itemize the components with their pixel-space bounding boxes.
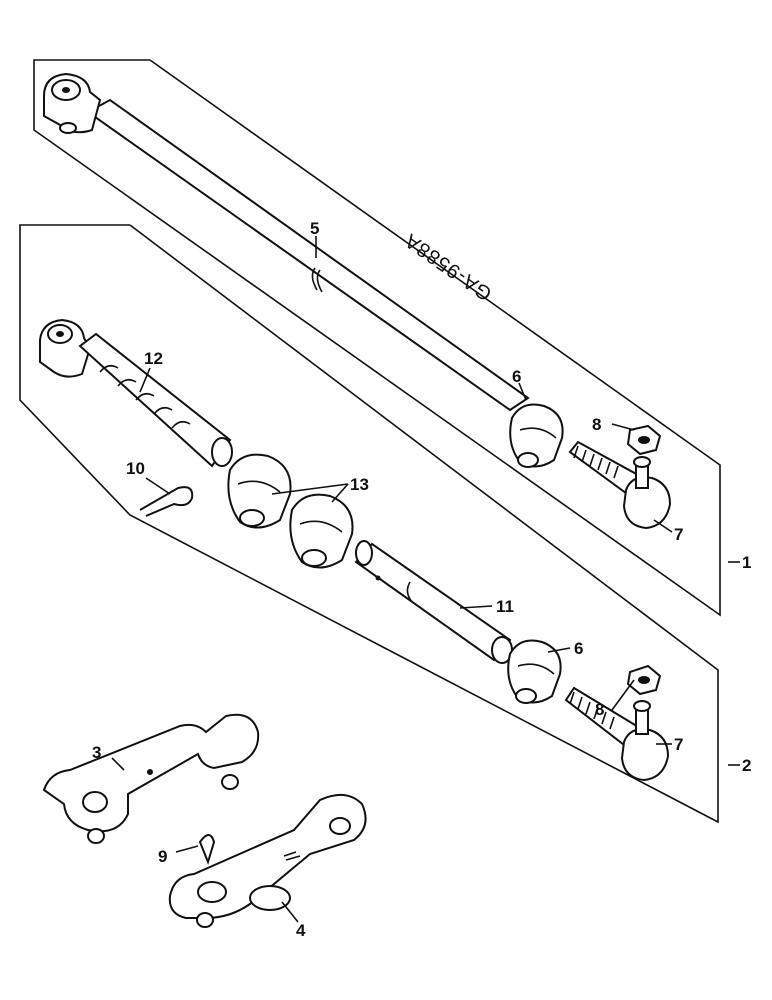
callout-3: 3 — [92, 743, 101, 762]
callout-2: 2 — [742, 756, 751, 775]
callout-4: 4 — [296, 921, 306, 940]
clamp-lower — [507, 639, 562, 704]
leader-lines — [111, 236, 740, 923]
callout-labels: 1 2 3 4 5 6 6 7 7 8 8 9 10 11 12 13 — [92, 219, 751, 940]
steering-arm — [42, 713, 260, 844]
callout-8-upper: 8 — [592, 415, 601, 434]
tie-rod-tube — [86, 98, 530, 412]
cotter-pin — [139, 486, 194, 517]
tie-rod-ball-end — [43, 72, 102, 134]
callout-7-upper: 7 — [674, 525, 683, 544]
callout-12: 12 — [144, 349, 163, 368]
clamp-upper — [509, 403, 564, 468]
callout-7-lower: 7 — [674, 735, 683, 754]
assembly-2-frame — [19, 224, 719, 824]
callout-6-lower: 6 — [574, 639, 583, 658]
pitman-arm — [168, 793, 367, 928]
callout-5: 5 — [310, 219, 319, 238]
callout-8-lower: 8 — [595, 700, 604, 719]
callout-11: 11 — [496, 597, 514, 616]
tie-rod-end-lower — [564, 686, 670, 782]
callout-10: 10 — [126, 459, 145, 478]
assembly-1-frame — [33, 59, 721, 617]
callout-6-upper: 6 — [512, 367, 521, 386]
nut-lower — [626, 664, 662, 696]
drawing-code: GA-9588A — [400, 229, 496, 305]
nut-upper — [626, 424, 662, 456]
callout-1: 1 — [742, 553, 751, 572]
callout-9: 9 — [158, 847, 167, 866]
tie-rod-end-upper — [568, 440, 672, 530]
woodruff-key — [198, 834, 216, 866]
clamp-pair — [227, 453, 354, 569]
callout-13: 13 — [350, 475, 369, 494]
adjusting-sleeve — [354, 540, 513, 664]
tie-rod-half-threaded — [39, 318, 233, 468]
